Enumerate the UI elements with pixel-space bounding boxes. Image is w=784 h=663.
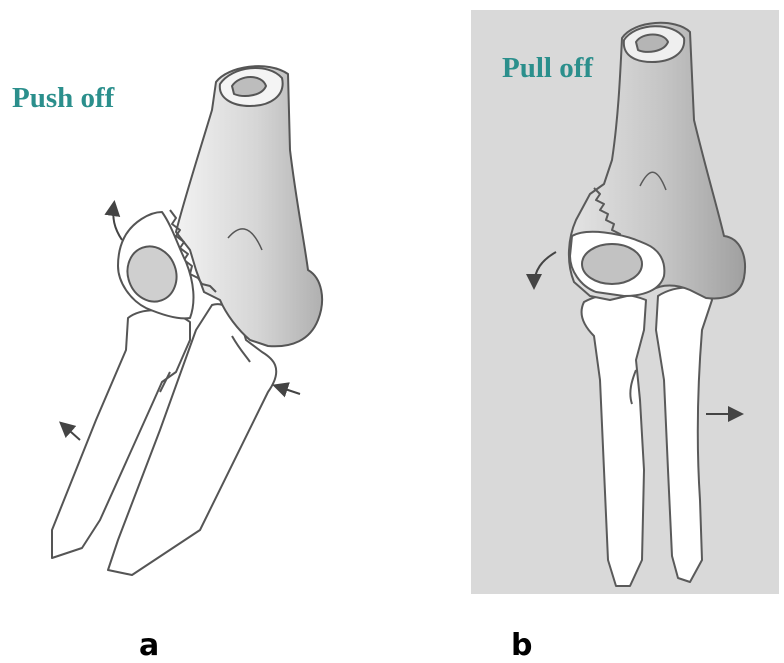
arrow-left-a	[62, 424, 80, 440]
arrow-up-a	[113, 204, 122, 240]
arrow-rotate-b	[534, 252, 556, 286]
panel-b-title: Pull off	[502, 52, 593, 85]
radius-b	[582, 294, 646, 586]
humerus-a	[176, 66, 322, 346]
arrow-push-a	[276, 386, 300, 394]
panel-a-illustration	[52, 66, 322, 575]
ulna-b	[656, 287, 712, 582]
capitellum-b-articular	[582, 244, 642, 284]
panel-a-label: a	[139, 628, 159, 663]
panel-b-label: b	[511, 628, 532, 663]
panel-a-title: Push off	[12, 82, 114, 115]
panel-b-illustration	[534, 23, 745, 586]
